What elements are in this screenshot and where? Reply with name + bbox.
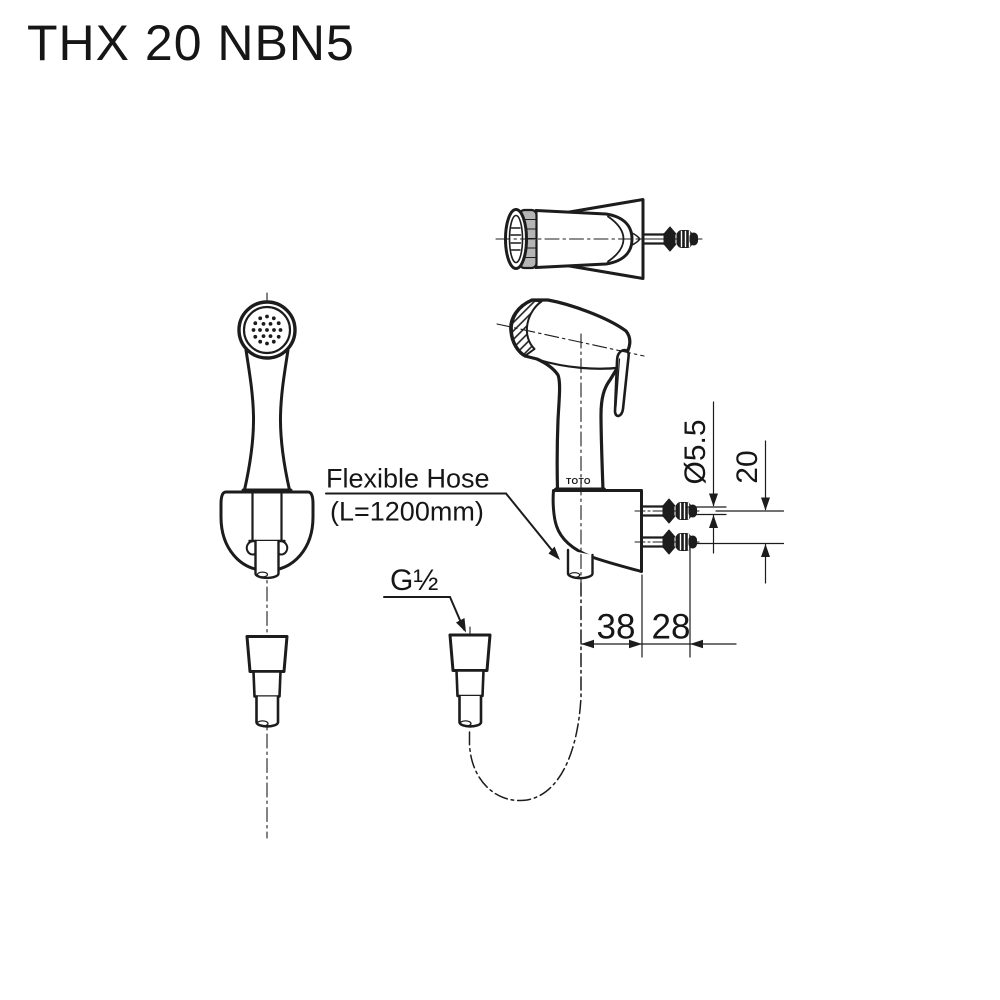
- thread-leader-arrow: [456, 618, 466, 633]
- arrow-28-right: [690, 639, 703, 649]
- spray-face-hatch: [510, 299, 543, 357]
- page-title: THX 20 NBN5: [27, 15, 355, 71]
- hose-nipple-side: [455, 669, 485, 698]
- dim-text-20: 20: [731, 450, 764, 483]
- outlet-pipe-front-bore: [256, 571, 269, 578]
- front-view: [219, 292, 315, 839]
- head-axis-centerline: [496, 323, 645, 357]
- spray-side-outline: [509, 298, 632, 492]
- brand-mark: TOTO: [566, 476, 591, 486]
- thread-label: G½: [390, 564, 438, 597]
- hose-label-line1: Flexible Hose: [326, 464, 490, 494]
- trigger-lever: [613, 348, 630, 418]
- hose-leader-line: [505, 492, 559, 558]
- handle-front-outline: [243, 348, 291, 493]
- annotation-text: Flexible Hose (L=1200mm) G½ 38 28 Ø5.5 2…: [326, 419, 764, 646]
- dim-text-38: 38: [597, 608, 636, 647]
- hose-nut-front: [245, 635, 289, 673]
- spray-face-ring-inner: [242, 305, 292, 355]
- spray-cap-marks: [510, 227, 522, 251]
- hose-tube-side-bore: [459, 720, 472, 727]
- top-view: [495, 198, 703, 280]
- arrow-38-right: [629, 639, 642, 649]
- arrow-dia-up: [709, 515, 718, 528]
- hose-nipple-front: [252, 670, 282, 698]
- hose-connector-group: [448, 582, 582, 802]
- hose-nut-side: [448, 633, 492, 672]
- hose-outlet-bore: [568, 572, 581, 578]
- dim-text-28: 28: [652, 608, 691, 647]
- flexible-hose-curve: [468, 582, 582, 802]
- dim-text-diameter: Ø5.5: [679, 419, 712, 484]
- spray-holes: [251, 314, 283, 346]
- hose-tube-front-bore: [256, 720, 269, 727]
- arrow-38-left: [581, 639, 594, 649]
- dimension-annotations: [325, 401, 785, 658]
- holder-ear-right: [277, 540, 289, 556]
- holder-ear-left: [245, 540, 257, 556]
- trigger-inner-line: [615, 358, 621, 408]
- arrow-20-down: [761, 497, 770, 511]
- hose-leader-arrow: [548, 546, 560, 560]
- arrow-20-up: [761, 544, 770, 557]
- wall-holder-outline: [551, 489, 643, 573]
- hose-label-line2: (L=1200mm): [330, 497, 484, 527]
- arrow-dia-down: [709, 493, 718, 507]
- outlet-pipe-front: [254, 539, 280, 580]
- side-view: [496, 298, 702, 584]
- hose-outlet-tube: [566, 548, 594, 580]
